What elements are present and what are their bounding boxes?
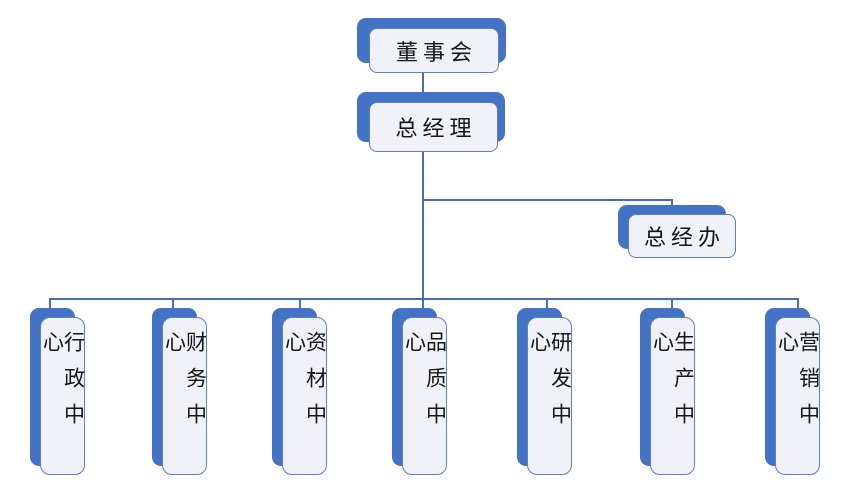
- connector-stub-admin: [49, 298, 51, 312]
- node-face: 总经办: [628, 214, 736, 258]
- node-face: 营销中心: [775, 317, 821, 475]
- node-label: 财务中心: [162, 331, 208, 439]
- node-label: 总经办: [643, 226, 725, 251]
- org-node-gm-office: 总经办: [618, 205, 736, 258]
- node-face: 行政中心: [40, 317, 86, 475]
- node-label: 总经理: [395, 117, 477, 142]
- org-node-dept-production-center: 生产中心: [640, 308, 696, 475]
- org-node-dept-quality-center: 品质中心: [392, 308, 448, 475]
- connector-gm-office-horizontal: [422, 199, 673, 201]
- node-label: 行政中心: [40, 331, 86, 439]
- connector-stub-production: [671, 298, 673, 312]
- connector-stub-marketing: [797, 298, 799, 312]
- node-face: 生产中心: [650, 317, 696, 475]
- node-label: 品质中心: [402, 331, 448, 439]
- node-face: 资材中心: [282, 317, 328, 475]
- connector-board-to-gm: [422, 73, 424, 104]
- node-face: 品质中心: [402, 317, 448, 475]
- org-node-dept-finance-center: 财务中心: [152, 308, 208, 475]
- node-face: 董事会: [369, 28, 499, 73]
- connector-stub-rnd: [546, 298, 548, 312]
- node-label: 董事会: [395, 40, 477, 66]
- node-face: 总经理: [369, 102, 498, 152]
- org-node-general-manager: 总经理: [357, 92, 505, 152]
- node-label: 资材中心: [282, 331, 328, 439]
- node-face: 财务中心: [162, 317, 208, 475]
- node-label: 研发中心: [527, 331, 573, 439]
- org-node-dept-rnd-center: 研发中心: [517, 308, 573, 475]
- node-face: 研发中心: [527, 317, 573, 475]
- connector-department-row: [49, 298, 799, 300]
- org-node-dept-marketing-center: 营销中心: [765, 308, 821, 475]
- connector-stub-finance: [172, 298, 174, 312]
- org-node-board: 董事会: [357, 18, 506, 73]
- connector-trunk: [422, 152, 424, 312]
- node-label: 生产中心: [650, 331, 696, 439]
- node-label: 营销中心: [775, 331, 821, 439]
- org-node-dept-admin-center: 行政中心: [30, 308, 86, 475]
- connector-stub-materials: [299, 298, 301, 312]
- org-node-dept-materials-center: 资材中心: [272, 308, 328, 475]
